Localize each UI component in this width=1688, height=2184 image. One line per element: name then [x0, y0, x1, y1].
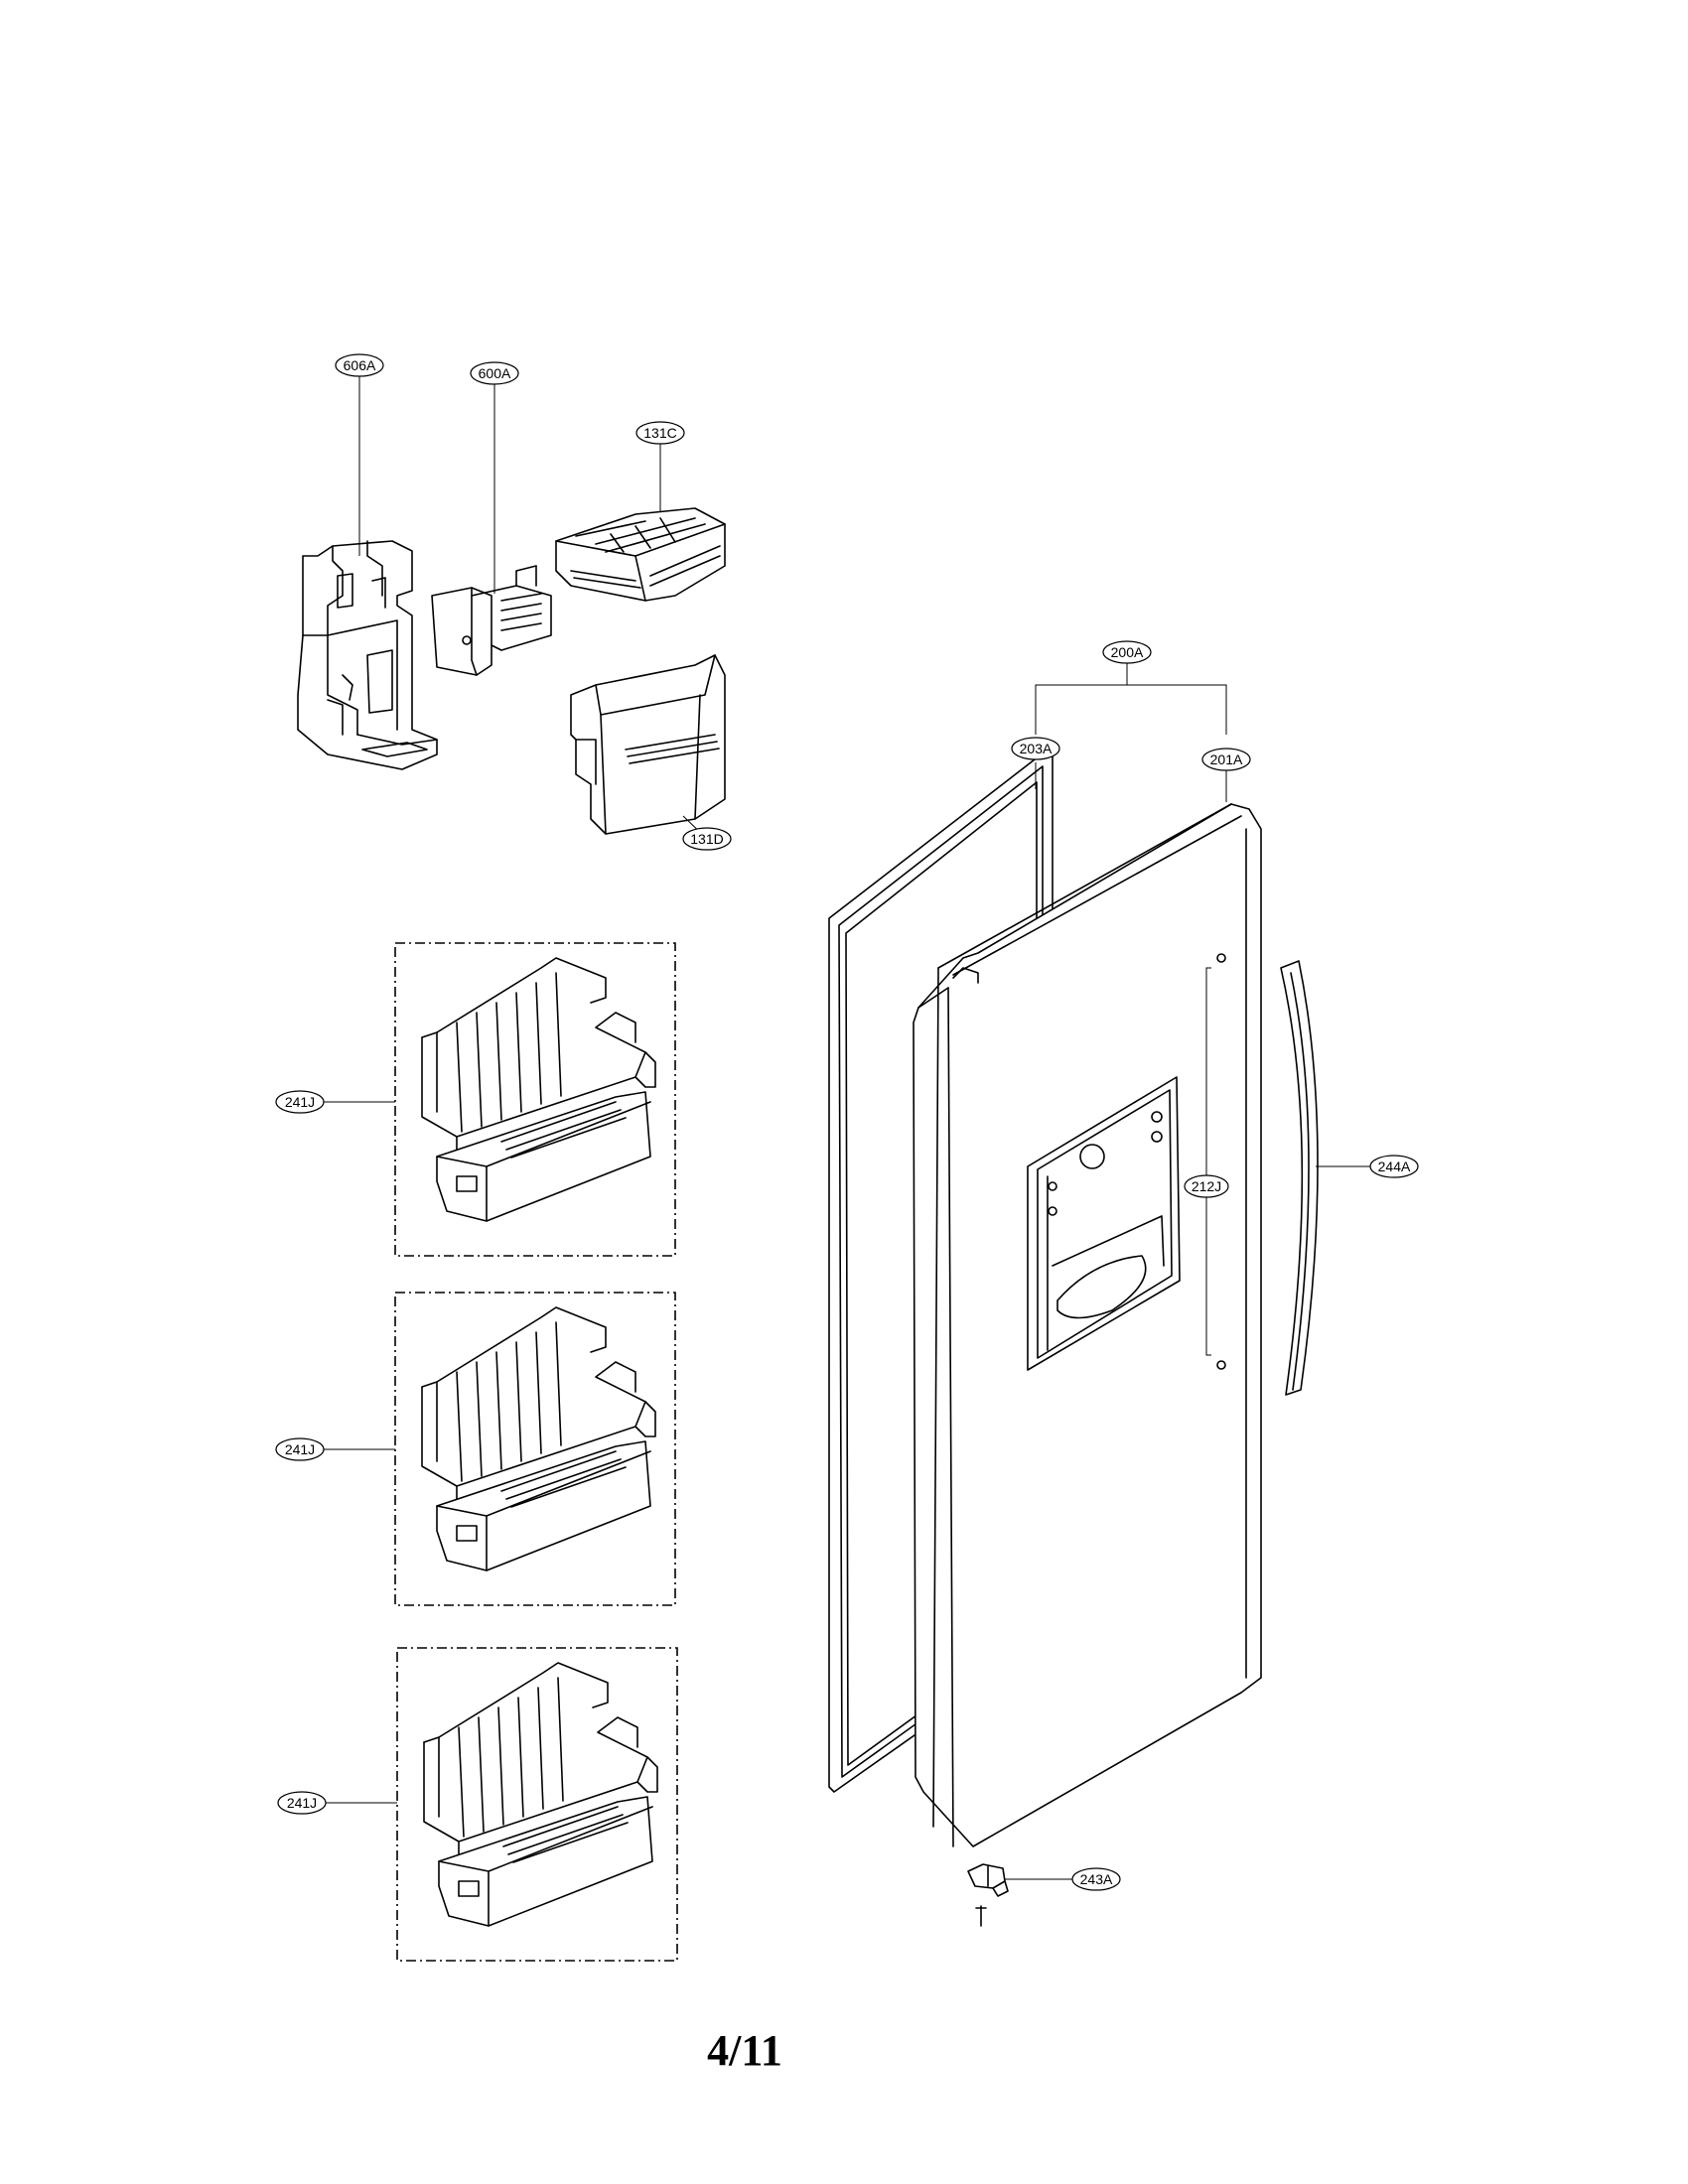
callout-203A: 203A — [1011, 737, 1060, 760]
callout-241J-3-label: 241J — [287, 1795, 317, 1811]
part-241J-basket-2 — [421, 1306, 656, 1571]
basket-frame-2 — [394, 1292, 676, 1606]
callout-131C: 131C — [635, 421, 685, 445]
callout-606A: 606A — [335, 353, 384, 377]
basket-group-2 — [394, 1292, 676, 1606]
callout-201A-label: 201A — [1210, 751, 1243, 767]
basket-group-3 — [396, 1647, 678, 1962]
callout-212J-label: 212J — [1192, 1178, 1221, 1194]
callout-131C-label: 131C — [643, 425, 676, 441]
callout-200A: 200A — [1102, 640, 1152, 664]
part-241J-basket-1 — [421, 957, 656, 1222]
callout-241J-1: 241J — [275, 1090, 325, 1114]
callout-600A: 600A — [470, 361, 519, 385]
part-131D-bin — [570, 654, 726, 835]
callout-203A-label: 203A — [1020, 741, 1053, 756]
part-606A-housing — [297, 540, 438, 770]
callout-241J-1-label: 241J — [285, 1094, 315, 1110]
part-243A-hinge — [967, 1863, 1009, 1927]
callout-200A-label: 200A — [1111, 644, 1144, 660]
basket-group-1 — [394, 942, 676, 1257]
callout-243A: 243A — [1071, 1867, 1121, 1891]
basket-frame-3 — [396, 1647, 678, 1962]
callout-606A-label: 606A — [344, 357, 376, 373]
callout-201A: 201A — [1201, 748, 1251, 771]
callout-244A-label: 244A — [1378, 1159, 1411, 1174]
basket-frame-1 — [394, 942, 676, 1257]
dispenser-recess — [1027, 1076, 1181, 1371]
page-number: 4/11 — [707, 2026, 782, 2075]
callout-212J: 212J — [1184, 1174, 1229, 1198]
part-600A-motor — [431, 565, 552, 676]
part-131C-cover — [555, 507, 726, 602]
part-241J-basket-3 — [423, 1662, 658, 1927]
callout-600A-label: 600A — [479, 365, 511, 381]
callout-241J-3: 241J — [277, 1791, 327, 1815]
callout-131D: 131D — [682, 827, 732, 851]
callout-131D-label: 131D — [690, 831, 723, 847]
callout-241J-2: 241J — [275, 1437, 325, 1461]
part-201A-door — [913, 803, 1262, 1847]
part-212J-screws — [1216, 953, 1226, 1370]
leader-212J — [1205, 967, 1211, 1356]
callout-243A-label: 243A — [1080, 1871, 1113, 1887]
callout-241J-2-label: 241J — [285, 1441, 315, 1457]
callout-244A: 244A — [1369, 1155, 1419, 1178]
leader-200A-bracket — [1035, 663, 1227, 735]
part-244A-handle — [1280, 960, 1319, 1396]
